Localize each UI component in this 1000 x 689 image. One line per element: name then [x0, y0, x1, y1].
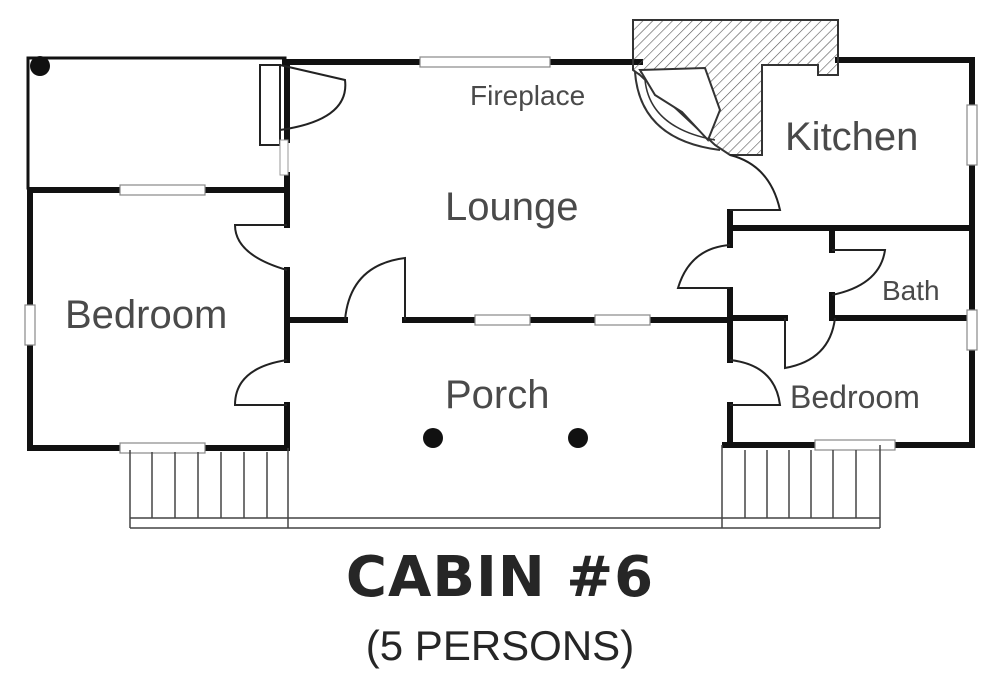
- label-bedroom-left: Bedroom: [65, 293, 227, 337]
- label-bedroom-right: Bedroom: [790, 379, 920, 415]
- floor-plan: Fireplace Kitchen Lounge Bedroom Bath Po…: [24, 19, 978, 529]
- windows: [24, 56, 978, 454]
- cabin-title: CABIN #6: [345, 545, 655, 610]
- exterior-walls: [26, 56, 975, 451]
- interior-walls: [284, 59, 975, 451]
- posts: [30, 56, 588, 448]
- steps: [129, 445, 881, 529]
- label-bath: Bath: [882, 275, 940, 306]
- doors: [233, 64, 887, 406]
- label-lounge: Lounge: [445, 185, 578, 229]
- fireplace: [632, 19, 839, 156]
- label-kitchen: Kitchen: [785, 115, 918, 159]
- label-fireplace: Fireplace: [470, 80, 585, 111]
- cabin-capacity: (5 PERSONS): [365, 622, 635, 669]
- label-porch: Porch: [445, 373, 550, 417]
